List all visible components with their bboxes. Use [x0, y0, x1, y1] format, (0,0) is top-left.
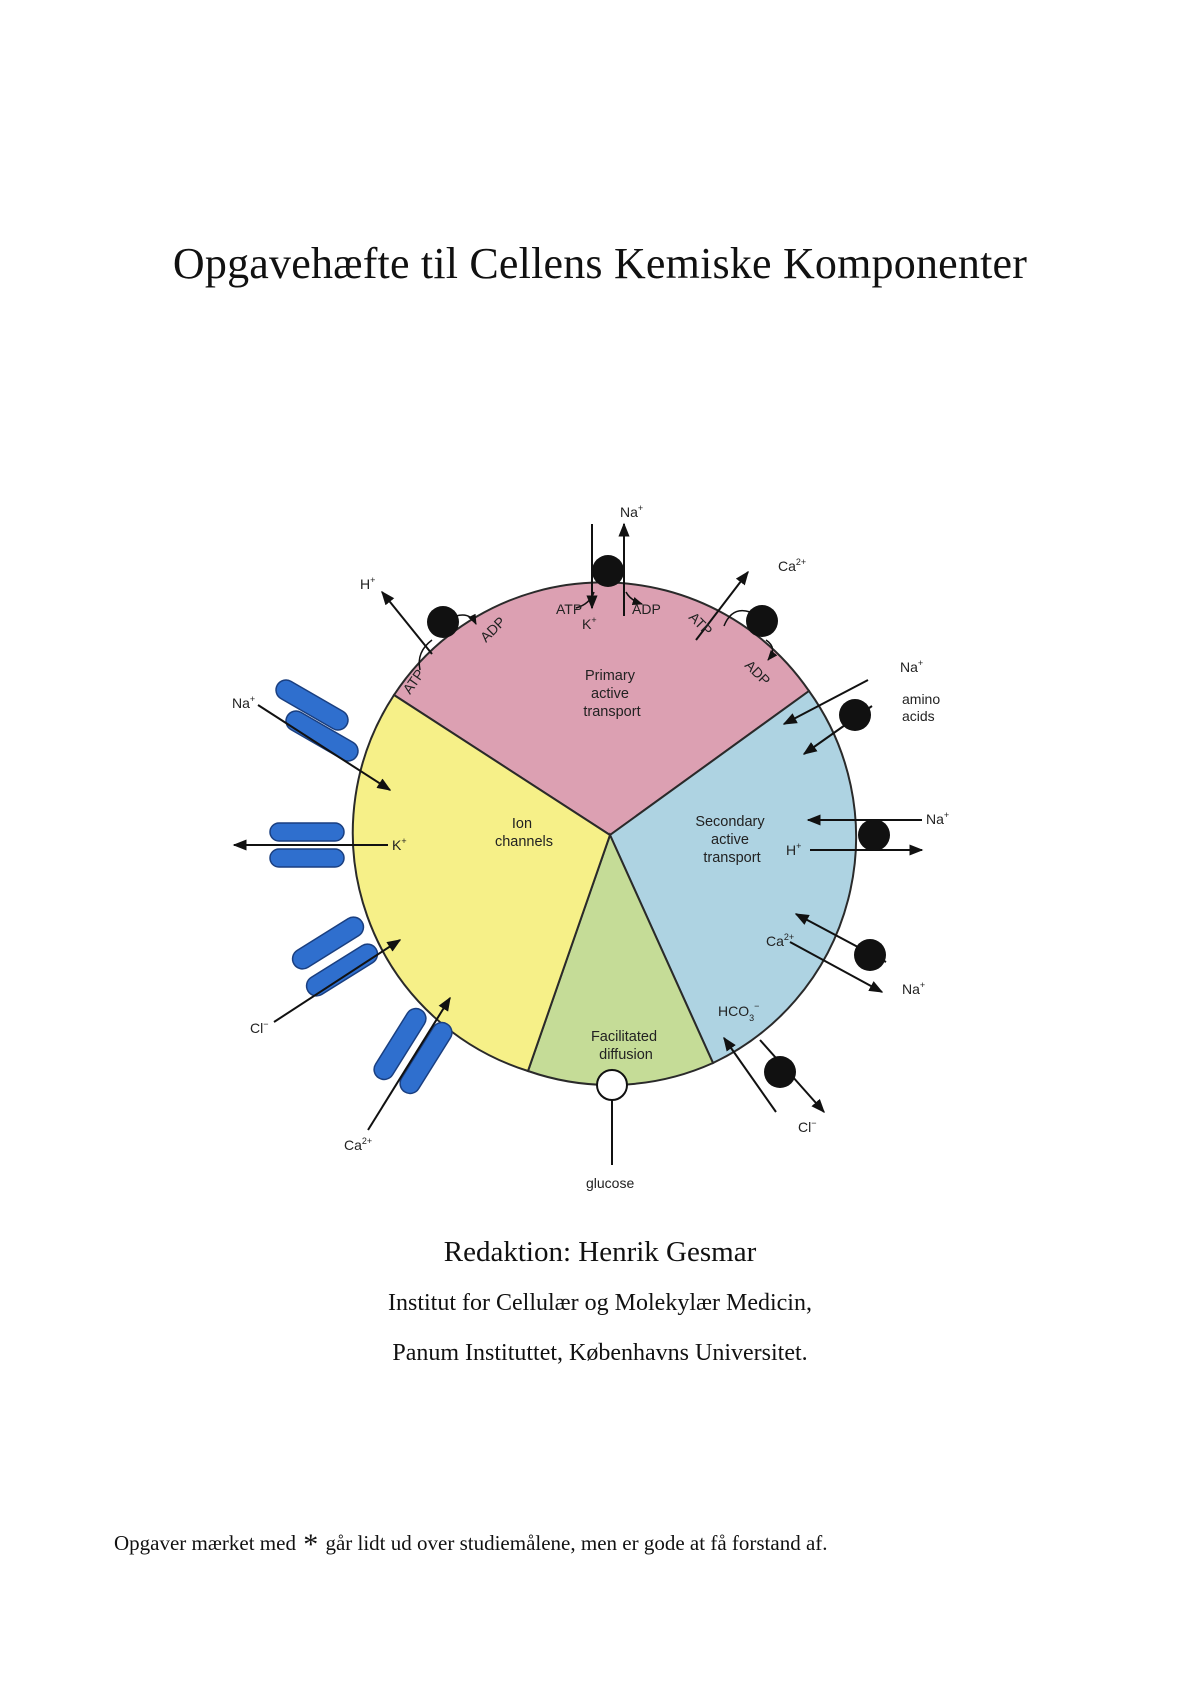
- na-channel: Na+: [232, 679, 392, 791]
- svg-text:Ca2+: Ca2+: [766, 932, 794, 949]
- svg-text:Na+: Na+: [232, 694, 255, 711]
- asterisk-marker: *: [303, 1528, 319, 1561]
- cl-hco3-exchanger: HCO3− Cl−: [718, 1001, 825, 1135]
- ion-channels-segment: [351, 693, 612, 1073]
- document-title: Opgavehæfte til Cellens Kemiske Komponen…: [172, 239, 1028, 288]
- svg-text:Cl−: Cl−: [798, 1118, 817, 1135]
- svg-text:Na+: Na+: [620, 503, 643, 520]
- svg-text:Na+: Na+: [900, 658, 923, 675]
- na-ca-exchanger: Ca2+ Na+: [766, 913, 925, 997]
- svg-text:Na+: Na+: [926, 810, 949, 827]
- footnote-text-after: går lidt ud over studiemålene, men er go…: [325, 1531, 828, 1555]
- svg-text:Cl−: Cl−: [250, 1019, 269, 1036]
- k-channel: K+: [232, 822, 407, 868]
- university-line: Panum Instituttet, Københavns Universite…: [392, 1340, 808, 1366]
- glucose-transporter: glucose: [586, 1068, 634, 1191]
- primary-segment-label: Primary active transport: [583, 668, 640, 720]
- channel-subunit: [269, 848, 345, 868]
- ca-channel: Ca2+: [344, 996, 453, 1153]
- svg-text:K+: K+: [392, 836, 407, 853]
- svg-text:ATP: ATP: [556, 601, 582, 617]
- carrier-protein: [592, 555, 624, 587]
- membrane-transport-figure: Primary active transport Ion channels Fa…: [230, 500, 970, 1220]
- svg-text:acids: acids: [902, 708, 935, 724]
- carrier-protein: [854, 939, 886, 971]
- na-amino-acid-symporter: Na+ amino acids: [782, 658, 940, 755]
- svg-text:Na+: Na+: [902, 980, 925, 997]
- svg-text:amino: amino: [902, 691, 940, 707]
- na-h-antiporter: Na+ H+: [786, 810, 949, 858]
- institute-line: Institut for Cellulær og Molekylær Medic…: [388, 1290, 812, 1316]
- na-k-pump: Na+ ATP K+ ADP: [556, 503, 661, 632]
- ion-segment-label: Ion channels: [495, 816, 553, 850]
- channel-subunit: [285, 710, 359, 762]
- svg-text:H+: H+: [360, 575, 375, 592]
- channel-subunit: [399, 1021, 453, 1095]
- transporter-protein: [596, 1069, 628, 1101]
- svg-text:glucose: glucose: [586, 1175, 634, 1191]
- channel-subunit: [291, 916, 365, 970]
- channel-subunit: [269, 822, 345, 842]
- svg-text:ADP: ADP: [632, 601, 661, 617]
- footnote: Opgaver mærket med * går lidt ud over st…: [114, 1528, 828, 1562]
- carrier-protein: [858, 819, 890, 851]
- svg-text:HCO3−: HCO3−: [718, 1001, 759, 1023]
- svg-text:Ca2+: Ca2+: [778, 557, 806, 574]
- cl-channel: Cl−: [250, 916, 402, 1036]
- carrier-protein: [427, 606, 459, 638]
- editor-credit: Redaktion: Henrik Gesmar: [443, 1236, 757, 1268]
- carrier-protein: [839, 699, 871, 731]
- channel-subunit: [373, 1007, 427, 1081]
- membrane-transport-diagram: Primary active transport Ion channels Fa…: [232, 503, 949, 1191]
- channel-subunit: [275, 679, 349, 731]
- facilitated-segment-label: Facilitated diffusion: [591, 1029, 661, 1063]
- h-pump: H+ ATP ADP: [360, 575, 508, 697]
- channel-subunit: [305, 943, 379, 997]
- carrier-protein: [764, 1056, 796, 1088]
- svg-text:Ca2+: Ca2+: [344, 1136, 372, 1153]
- svg-text:K+: K+: [582, 615, 597, 632]
- secondary-segment-label: Secondary active transport: [695, 814, 768, 866]
- footnote-text-before: Opgaver mærket med: [114, 1531, 296, 1555]
- carrier-protein: [746, 605, 778, 637]
- svg-text:H+: H+: [786, 841, 801, 858]
